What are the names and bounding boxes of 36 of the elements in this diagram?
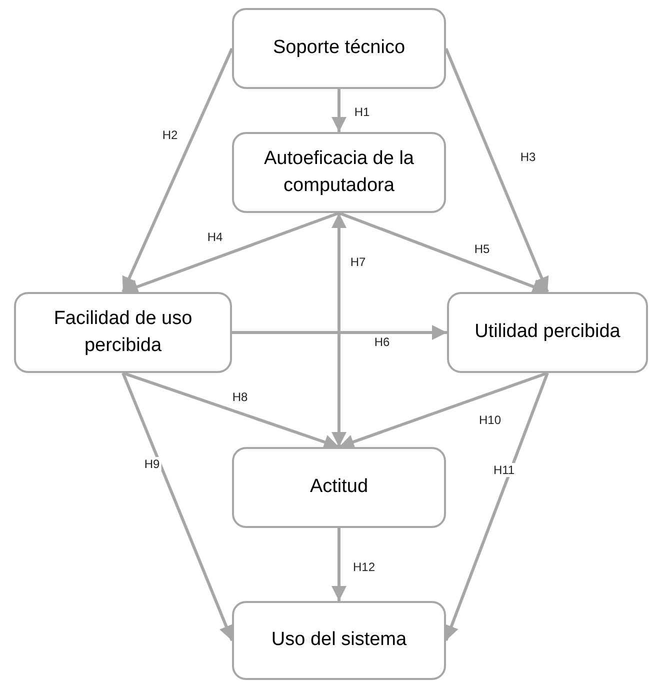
construct-label: Utilidad percibida	[474, 320, 620, 344]
arrow	[232, 325, 447, 340]
arrow	[122, 212, 340, 294]
edge-label: H7	[348, 255, 368, 269]
construct-box	[232, 132, 446, 213]
edge-label: H11	[491, 463, 517, 477]
edge-label: H3	[518, 150, 538, 164]
arrow	[332, 89, 346, 132]
construct-label: Actitud	[310, 475, 368, 500]
construct-label: Soporte técnico	[272, 36, 406, 60]
edge-label: H8	[230, 390, 250, 404]
arrow	[444, 48, 549, 293]
arrow	[332, 528, 346, 601]
arrow	[122, 372, 340, 450]
construct-box	[232, 447, 446, 528]
construct-box	[14, 292, 232, 373]
construct-label: Uso del sistema	[271, 628, 407, 652]
edge-label: H10	[477, 413, 503, 427]
edge-label: H12	[351, 560, 377, 574]
arrow	[338, 212, 548, 294]
edge-label: H4	[205, 230, 225, 244]
construct-box	[447, 292, 648, 373]
edge-label: H2	[160, 128, 180, 142]
construct-box	[232, 601, 446, 680]
arrow	[444, 372, 549, 642]
arrow	[332, 213, 346, 447]
edge-label: H6	[372, 335, 392, 349]
construct-label: Facilidad de uso percibida	[52, 306, 194, 358]
edge-label: H5	[472, 242, 492, 256]
edge-label: H9	[142, 457, 162, 471]
arrow	[122, 372, 234, 642]
edge-label: H1	[352, 105, 372, 119]
arrow	[338, 372, 548, 450]
construct-label: Autoeficacia de la computadora	[263, 146, 415, 198]
arrow	[122, 48, 234, 293]
construct-box	[232, 8, 446, 89]
